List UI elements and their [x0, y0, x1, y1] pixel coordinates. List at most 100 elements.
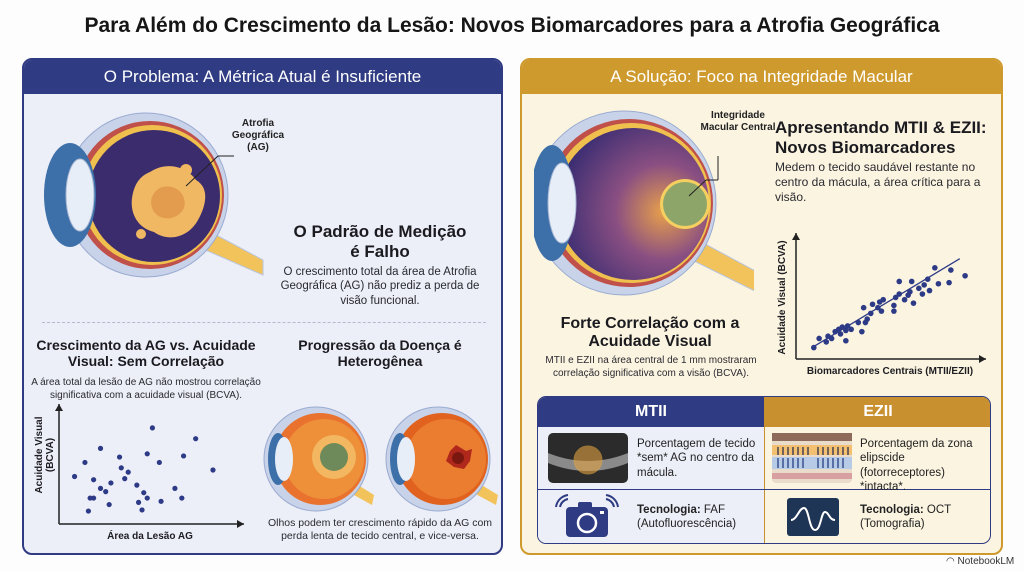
- y-axis-arrow: [55, 404, 63, 411]
- data-point: [867, 310, 874, 317]
- faf-scan-image: [548, 433, 628, 483]
- no-correlation-heading: Crescimento da AG vs. Acuidade Visual: S…: [36, 337, 256, 370]
- data-point: [932, 265, 938, 271]
- data-point: [962, 272, 968, 279]
- data-point: [916, 285, 922, 292]
- data-point: [848, 326, 854, 333]
- data-point: [125, 469, 131, 475]
- tech-label: Tecnologia:: [637, 504, 701, 516]
- x-axis-label: Biomarcadores Centrais (MTII/EZII): [806, 366, 974, 377]
- data-point: [180, 453, 187, 459]
- data-point: [880, 296, 887, 303]
- data-point: [811, 344, 817, 351]
- data-point: [901, 296, 908, 303]
- data-point: [97, 485, 104, 491]
- tech-label: Tecnologia:: [860, 504, 924, 516]
- data-point: [158, 498, 164, 504]
- flawed-standard-text: O crescimento total da área de Atrofia G…: [280, 266, 480, 307]
- progression-eyes-illustration: [263, 406, 498, 512]
- ezii-description: Porcentagem da zona elipscide (fotorrece…: [860, 438, 973, 494]
- mtii-description: Porcentagem de tecido *sem* AG no centro…: [637, 438, 756, 479]
- problem-panel-header: O Problema: A Métrica Atual é Insuficien…: [24, 60, 501, 94]
- data-point: [843, 327, 849, 334]
- data-point: [891, 308, 897, 314]
- data-point: [878, 308, 885, 314]
- new-biomarkers-text: Medem o tecido saudável restante no cent…: [775, 160, 981, 204]
- data-point: [82, 459, 88, 466]
- biomarker-comparison-table: MTII EZII Porcentagem de tecido *sem* AG…: [537, 396, 991, 544]
- data-point: [139, 507, 145, 513]
- data-point: [144, 495, 150, 501]
- data-point: [839, 324, 846, 330]
- page-title: Para Além do Crescimento da Lesão: Novos…: [84, 14, 940, 37]
- eye-slow-growth: [385, 406, 498, 512]
- x-axis-arrow: [979, 355, 986, 363]
- section-divider: [42, 322, 486, 323]
- data-point: [896, 291, 903, 297]
- progression-heading: Progressão da Doença é Heterogênea: [298, 337, 462, 370]
- data-point: [122, 476, 128, 482]
- notebooklm-label: NotebookLM: [957, 556, 1015, 567]
- new-biomarkers-heading: Apresentando MTII & EZII: Novos Biomarca…: [775, 118, 987, 157]
- data-point: [87, 495, 93, 501]
- eye-atrophy-illustration: [44, 112, 264, 278]
- y-axis-arrow: [792, 233, 800, 240]
- data-point: [946, 279, 952, 286]
- data-point: [134, 482, 140, 488]
- data-point: [855, 319, 862, 326]
- data-point: [924, 276, 931, 282]
- data-point: [823, 339, 830, 345]
- tech-value: OCT (Tomografia): [860, 504, 951, 531]
- data-point: [71, 473, 78, 480]
- data-point: [860, 304, 867, 311]
- data-point: [907, 288, 913, 295]
- waveform-icon: [787, 498, 839, 536]
- progression-text: Olhos podem ter crescimento rápido da AG…: [267, 517, 493, 543]
- data-point: [892, 294, 899, 301]
- notebooklm-watermark: ◠ NotebookLM: [946, 556, 1014, 567]
- strong-correlation-heading: Forte Correlação com a Acuidade Visual: [560, 315, 740, 351]
- data-point: [91, 477, 97, 483]
- flawed-standard-heading: O Padrão de Medição é Falho: [293, 222, 467, 261]
- data-point: [85, 508, 92, 514]
- data-point: [891, 302, 897, 309]
- data-point: [135, 499, 142, 505]
- y-axis-label: Acuidade Visual (BCVA): [777, 240, 788, 355]
- tech-value: FAF (Autofluorescência): [637, 504, 737, 531]
- ezii-header: EZII: [764, 397, 990, 427]
- data-point: [910, 300, 917, 306]
- data-point: [844, 323, 851, 329]
- x-axis-label: Área da Lesão AG: [107, 531, 193, 542]
- y-axis-label: Acuidade Visual (BCVA): [34, 416, 56, 494]
- ezii-technology: Tecnologia: OCT (Tomografia): [860, 503, 985, 532]
- mtii-technology: Tecnologia: FAF (Autofluorescência): [637, 503, 762, 532]
- notebooklm-logo-icon: ◠: [946, 556, 955, 567]
- data-point: [179, 495, 185, 501]
- data-point: [948, 267, 954, 273]
- data-point: [144, 451, 150, 457]
- data-point: [837, 331, 844, 337]
- data-point: [908, 278, 915, 285]
- data-point: [106, 501, 112, 508]
- data-point: [935, 280, 942, 287]
- data-point: [118, 465, 124, 471]
- macular-integrity-label: Integridade Macular Central: [700, 110, 776, 133]
- data-point: [843, 337, 849, 344]
- eye-macula-illustration: [534, 110, 754, 296]
- solution-panel-header: A Solução: Foco na Integridade Macular: [522, 60, 1001, 94]
- data-point: [921, 282, 927, 288]
- data-point: [149, 425, 156, 431]
- data-point: [875, 304, 881, 311]
- oct-layers-image: [772, 433, 852, 483]
- data-point: [926, 287, 933, 294]
- data-point: [172, 485, 178, 491]
- data-point: [103, 489, 109, 495]
- data-point: [828, 335, 835, 342]
- data-point: [141, 490, 147, 496]
- atrophy-label: Atrofia Geográfica (AG): [231, 118, 285, 153]
- no-correlation-scatter: [55, 404, 244, 528]
- camera-icon: [555, 494, 619, 537]
- mtii-header: MTII: [538, 397, 764, 427]
- data-point: [108, 480, 114, 486]
- column-divider: [764, 427, 765, 543]
